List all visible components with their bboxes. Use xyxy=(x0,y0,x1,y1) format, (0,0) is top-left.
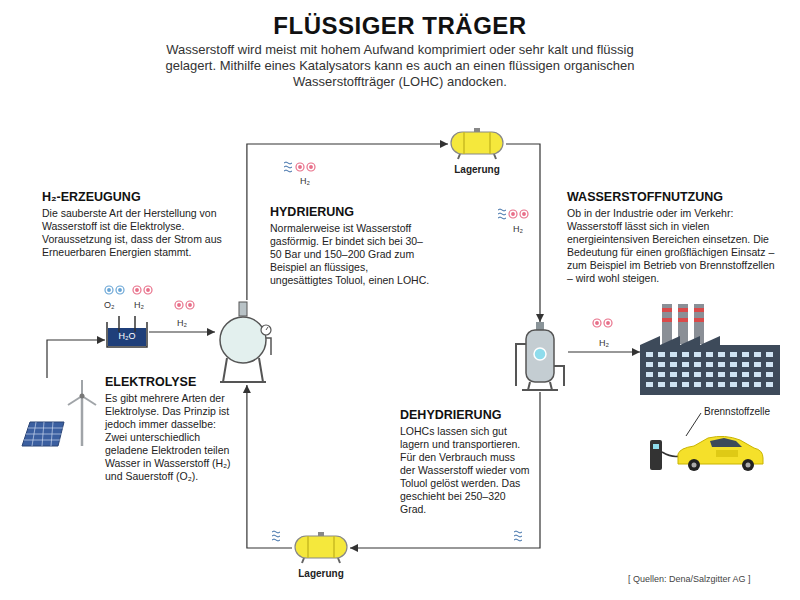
title: FLÜSSIGER TRÄGER xyxy=(0,12,800,40)
storage-icon xyxy=(448,128,506,160)
flow-arrow xyxy=(47,340,105,378)
section-heading: HYDRIERUNG xyxy=(270,205,445,220)
reactor2-icon xyxy=(512,322,568,392)
description-text: Normalerweise ist Wasserstoff gasförmig.… xyxy=(270,222,430,287)
reactor-icon xyxy=(215,300,273,385)
source-note: [ Quellen: Dena/Salzgitter AG ] xyxy=(628,574,751,585)
node-label: Brennstoffzelle xyxy=(704,406,794,418)
section-heading: H₂-ERZEUGUNG xyxy=(42,190,242,205)
oxygen-molecule xyxy=(105,286,124,294)
storage-tank: Lagerung xyxy=(448,128,506,160)
node-label: Lagerung xyxy=(438,164,516,176)
section-heading: ELEKTROLYSE xyxy=(105,375,245,390)
flow-arrow xyxy=(350,392,540,548)
formula-label: H₂ xyxy=(513,224,523,235)
description-text: Die sauberste Art der Herstellung von Wa… xyxy=(42,207,237,259)
factory-icon xyxy=(640,300,780,395)
flow-arrow xyxy=(568,351,640,352)
renewable-energy-source: H₂-ERZEUGUNGDie sauberste Art der Herste… xyxy=(20,378,100,448)
description-text: LOHCs lassen sich gut lagern und transpo… xyxy=(400,425,530,516)
description-text: Ob in der Industrie oder im Verkehr: Was… xyxy=(567,207,782,285)
formula-label: H₂ xyxy=(300,176,310,187)
flow-arrow xyxy=(247,385,292,548)
storage-tank: Lagerung xyxy=(292,532,350,564)
caption: Wasserstoff wird meist mit hohem Aufwand… xyxy=(140,42,660,90)
renew-icon xyxy=(20,378,100,448)
edge-label: H₂ xyxy=(598,338,610,349)
electrolysis-cell: H₂OELEKTROLYSEEs gibt mehrere Arten der … xyxy=(105,316,149,348)
flow-arrow xyxy=(247,144,448,300)
car-icon xyxy=(650,428,765,473)
formula-label: H₂ xyxy=(134,300,144,311)
industry-plant: WASSERSTOFFNUTZUNGOb in der Industrie od… xyxy=(640,300,780,395)
section-heading: WASSERSTOFFNUTZUNG xyxy=(567,190,782,205)
dehydrogenation-reactor: DEHYDRIERUNGLOHCs lassen sich gut lagern… xyxy=(512,322,568,392)
description-text: Es gibt mehrere Arten der Elektrolyse. D… xyxy=(105,392,240,483)
flow-arrow xyxy=(149,331,215,332)
storage-icon xyxy=(292,532,350,564)
formula-label: H₂O xyxy=(105,331,149,342)
node-label: Lagerung xyxy=(282,568,360,580)
hydrogenation-reactor: HYDRIERUNGNormalerweise ist Wasserstoff … xyxy=(215,300,273,385)
section-heading: DEHYDRIERUNG xyxy=(400,408,540,423)
fuel-cell-car: Brennstoffzelle xyxy=(650,428,765,473)
edge-label: H₂ xyxy=(176,318,188,329)
leader-line xyxy=(686,413,701,436)
flow-arrow xyxy=(506,144,540,322)
formula-label: O₂ xyxy=(104,300,115,311)
